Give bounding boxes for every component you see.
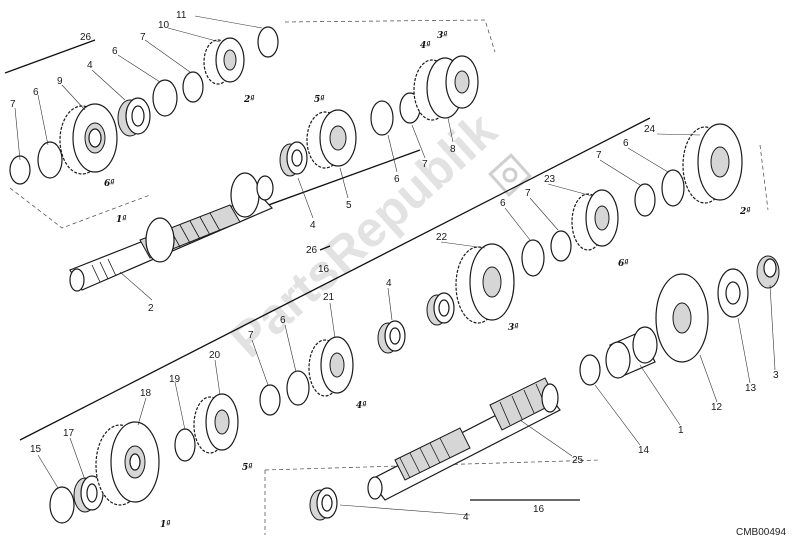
gear-6th-driver [59,103,118,175]
gear-1st-driven [95,421,160,506]
snap-ring-7-left [9,155,31,185]
callout-6-b: 6 [33,87,39,98]
washer-6-upper [152,79,178,117]
callout-7-a: 7 [140,32,146,43]
gear-ratio-labels: 1ª 6ª 2ª 5ª 4ª 3ª 1ª 5ª 4ª 3ª 6ª 2ª [104,31,751,530]
callout-19: 19 [169,374,181,385]
gear-label-4-upper: 4ª [420,41,431,51]
gear-label-6-lower: 6ª [618,259,629,269]
gear-3rd-driven [455,243,515,324]
watermark-text: PartsRepublik [220,101,507,368]
primary-shaft [69,172,274,292]
callout-4-c: 4 [386,278,392,289]
secondary-shaft [367,377,561,501]
washer-6-right [661,169,685,207]
callout-23: 23 [544,174,556,185]
callout-7-b: 7 [10,99,16,110]
callout-6-e: 6 [500,198,506,209]
snap-ring-7-lower [259,384,281,416]
callout-11: 11 [176,10,187,21]
secondary-shaft-assembly [19,117,780,535]
callout-17: 17 [63,428,75,439]
callout-6-a: 6 [112,46,118,57]
callout-22: 22 [436,232,448,243]
callout-7-e: 7 [525,188,531,199]
needle-bearing-lower-mid-a [377,320,406,354]
callout-12: 12 [711,402,723,413]
callout-16-top: 16 [318,264,330,275]
callout-2: 2 [148,303,154,314]
washer-6-left [37,141,63,179]
gear-label-1-lower: 1ª [160,520,171,530]
callout-25: 25 [572,455,584,466]
callout-7-d: 7 [248,330,254,341]
gear-6th-driven [571,189,619,251]
callout-14: 14 [638,445,650,456]
needle-bearing-lower-mid-b [426,292,455,326]
gear-label-5-lower: 5ª [242,463,253,473]
callout-4-a: 4 [87,60,93,71]
nut-3 [756,255,780,289]
gear-4th-driven [308,336,354,397]
sprocket-12 [655,273,709,363]
callout-20: 20 [209,350,221,361]
washer-15 [49,486,75,524]
primary-shaft-assembly [4,19,496,292]
callout-26-bottom: 26 [306,245,318,256]
callout-7-f: 7 [596,150,602,161]
callout-18: 18 [140,388,152,399]
needle-bearing-upper-mid [279,141,308,177]
washer-11 [257,26,279,58]
callout-16-bottom: 16 [533,504,545,515]
snap-ring-19 [174,428,196,462]
needle-bearing-upper-left [117,97,151,137]
washer-6-lower [286,370,310,406]
callout-26-top: 26 [80,32,92,43]
gear-2nd-driven [682,123,743,204]
needle-bearing-17 [73,475,104,513]
gear-label-6-upper: 6ª [104,179,115,189]
callout-8: 8 [450,144,456,155]
callout-labels: 26 11 10 7 6 4 9 6 7 2 26 4 5 6 7 8 16 1… [10,10,779,523]
washer-6-mid [370,100,394,136]
callout-7-c: 7 [422,159,428,170]
callout-4-d: 4 [463,512,469,523]
spacer-1 [605,326,658,379]
gear-label-4-lower: 4ª [356,401,367,411]
callout-10: 10 [158,20,170,31]
gear-5th-driver [306,109,357,169]
gear-label-5-upper: 5ª [314,95,325,105]
callout-1: 1 [678,425,684,436]
callout-9: 9 [57,76,63,87]
gear-label-2-upper: 2ª [243,95,255,105]
callout-6-d: 6 [280,315,286,326]
gear-5th-driven [193,393,239,454]
snap-ring-7-lower-right [550,230,572,262]
callout-4-b: 4 [310,220,316,231]
callout-6-c: 6 [394,174,400,185]
snap-ring-7-right [634,183,656,217]
watermark: PartsRepublik [220,101,532,368]
snap-ring-7-upper [182,71,204,103]
snap-ring-14 [579,354,601,386]
callout-3: 3 [773,370,779,381]
callout-13: 13 [745,383,757,394]
callout-15: 15 [30,444,42,455]
needle-bearing-bottom [309,487,338,521]
gear-label-3-upper: 3ª [437,31,448,41]
callout-6-f: 6 [623,138,629,149]
gear-2nd-driver [203,37,245,85]
gear-label-2-lower: 2ª [739,207,751,217]
leader-lines [14,15,776,516]
callout-21: 21 [323,292,335,303]
washer-6-lower-right [521,239,545,277]
callout-24: 24 [644,124,656,135]
gear-label-1-upper: 1ª [116,215,127,225]
diagram-code: CMB00494 [736,527,786,538]
gear-3rd-4th-driver [413,55,479,121]
lock-washer-13 [717,268,749,318]
callout-5: 5 [346,200,352,211]
gear-label-3-lower: 3ª [508,323,519,333]
